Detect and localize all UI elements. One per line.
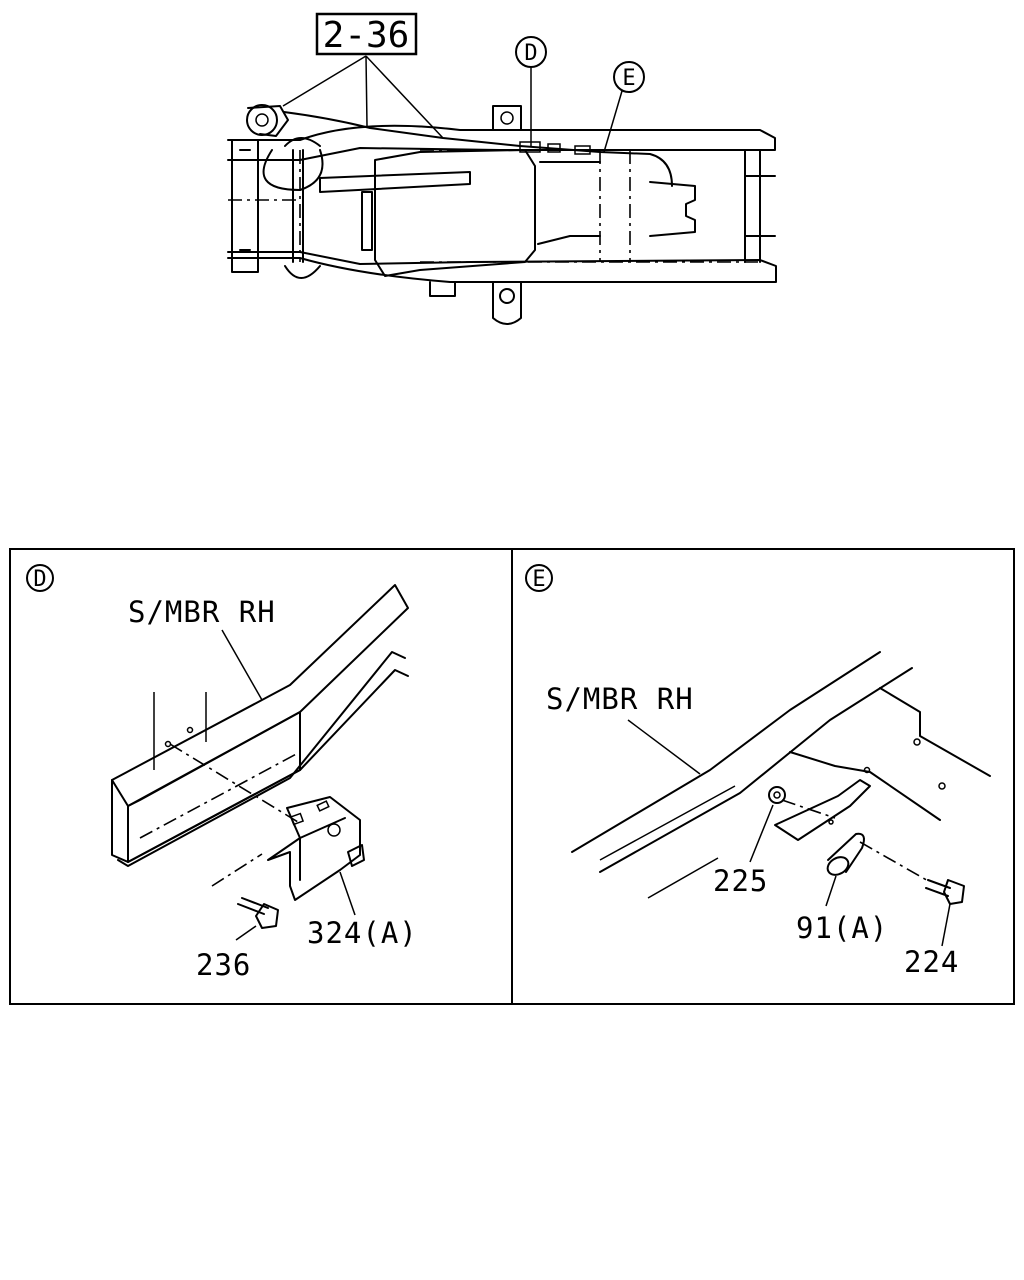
bolt-224[interactable] (925, 879, 965, 905)
steering-arm (247, 105, 289, 137)
side-member-hole-1 (164, 740, 172, 748)
clip-91a-label: 91(A) (796, 911, 888, 945)
steering-knuckle (246, 104, 278, 136)
bracket-324a-leader (339, 871, 356, 916)
bolt-236-label: 236 (196, 948, 251, 982)
callout-d-letter: D (524, 41, 537, 66)
panel-e-badge (525, 564, 553, 592)
panel-e-badge-letter: E (532, 567, 545, 592)
clip-91a-ring (826, 856, 850, 876)
upper-mount-bracket (492, 105, 522, 131)
side-member-e (571, 651, 913, 873)
bolt-236[interactable] (237, 897, 279, 929)
panel-d-member-label: S/MBR RH (128, 595, 276, 629)
chassis-overview: 2-36 D (227, 12, 777, 325)
side-member-end-lines (153, 692, 207, 770)
nut-225-label: 225 (713, 864, 768, 898)
bracket-324a-tab (347, 844, 365, 867)
transmission-case-detail (537, 161, 601, 245)
side-member-e-inner (599, 785, 736, 899)
bracket-324a-label: 324(A) (307, 916, 418, 950)
panel-d-badge (26, 564, 54, 592)
side-member-centerline (139, 751, 301, 839)
bracket-324a-fold (299, 817, 346, 881)
frame-bottom-tab (429, 281, 456, 297)
rear-crossmember (744, 149, 776, 263)
ref-box[interactable] (315, 12, 418, 56)
ref-box-label: 2-36 (323, 15, 410, 56)
callout-e-letter: E (622, 66, 635, 91)
steering-knuckle-center (255, 113, 269, 127)
crossmember-support-e (774, 779, 871, 841)
clip-91a[interactable] (827, 832, 865, 873)
frame-rail-lower (227, 251, 777, 283)
mid-crossmember (599, 150, 631, 262)
crossmember-e-hole-4 (828, 819, 834, 825)
detail-panel-d: D S/MBR RH 324(A) 236 (26, 564, 418, 982)
panel-e-assembly-line-2 (859, 841, 931, 883)
front-crossmember (231, 139, 259, 273)
brake-hose (262, 111, 673, 191)
side-member-web (111, 669, 409, 863)
callout-e-circle[interactable] (613, 61, 645, 93)
front-suspension (284, 137, 321, 279)
nut-225[interactable] (768, 786, 786, 804)
clip-91a-leader (825, 875, 837, 907)
panel-e-assembly-line-1 (781, 799, 836, 819)
crossmember-e-hole-1 (913, 738, 921, 746)
bolt-236-leader (235, 925, 257, 941)
crossmember-e-hole-2 (938, 782, 946, 790)
bracket-324a-hole (327, 823, 341, 837)
panel-e-member-label: S/MBR RH (546, 682, 694, 716)
panel-e-member-leader (627, 719, 701, 775)
nut-225-bore (773, 791, 781, 799)
panel-d-assembly-line (169, 743, 299, 823)
nut-225-leader (749, 804, 774, 863)
upper-mount-hole (500, 111, 514, 125)
bracket-324a[interactable] (267, 796, 361, 901)
callout-e-leader (603, 90, 623, 153)
transmission (374, 149, 536, 277)
bracket-324a-slot-2 (316, 800, 330, 812)
crossmember-plate-e (789, 687, 991, 821)
front-frame-dash (228, 150, 301, 262)
bolt-236-assembly-line (211, 853, 263, 887)
rear-axle-stub (649, 181, 696, 237)
transmission-shaft (319, 171, 471, 251)
crossmember-e-hole-3 (863, 766, 871, 774)
panel-d-member-leader (221, 629, 263, 701)
detail-panel-e: E S/MBR RH 225 91(A) 224 (525, 564, 991, 979)
bolt-224-label: 224 (904, 945, 959, 979)
ref-leader-lines (282, 55, 444, 139)
bolt-224-leader (941, 903, 951, 947)
bracket-324a-slot-1 (289, 812, 305, 826)
brake-hose-fittings (519, 141, 591, 155)
lower-mount-hole (499, 288, 515, 304)
lower-mount-bracket (492, 281, 522, 325)
side-member-lower-flange (117, 651, 406, 867)
side-member-hole-2 (186, 726, 194, 734)
panel-d-badge-letter: D (33, 567, 46, 592)
side-member-flange (127, 711, 301, 863)
